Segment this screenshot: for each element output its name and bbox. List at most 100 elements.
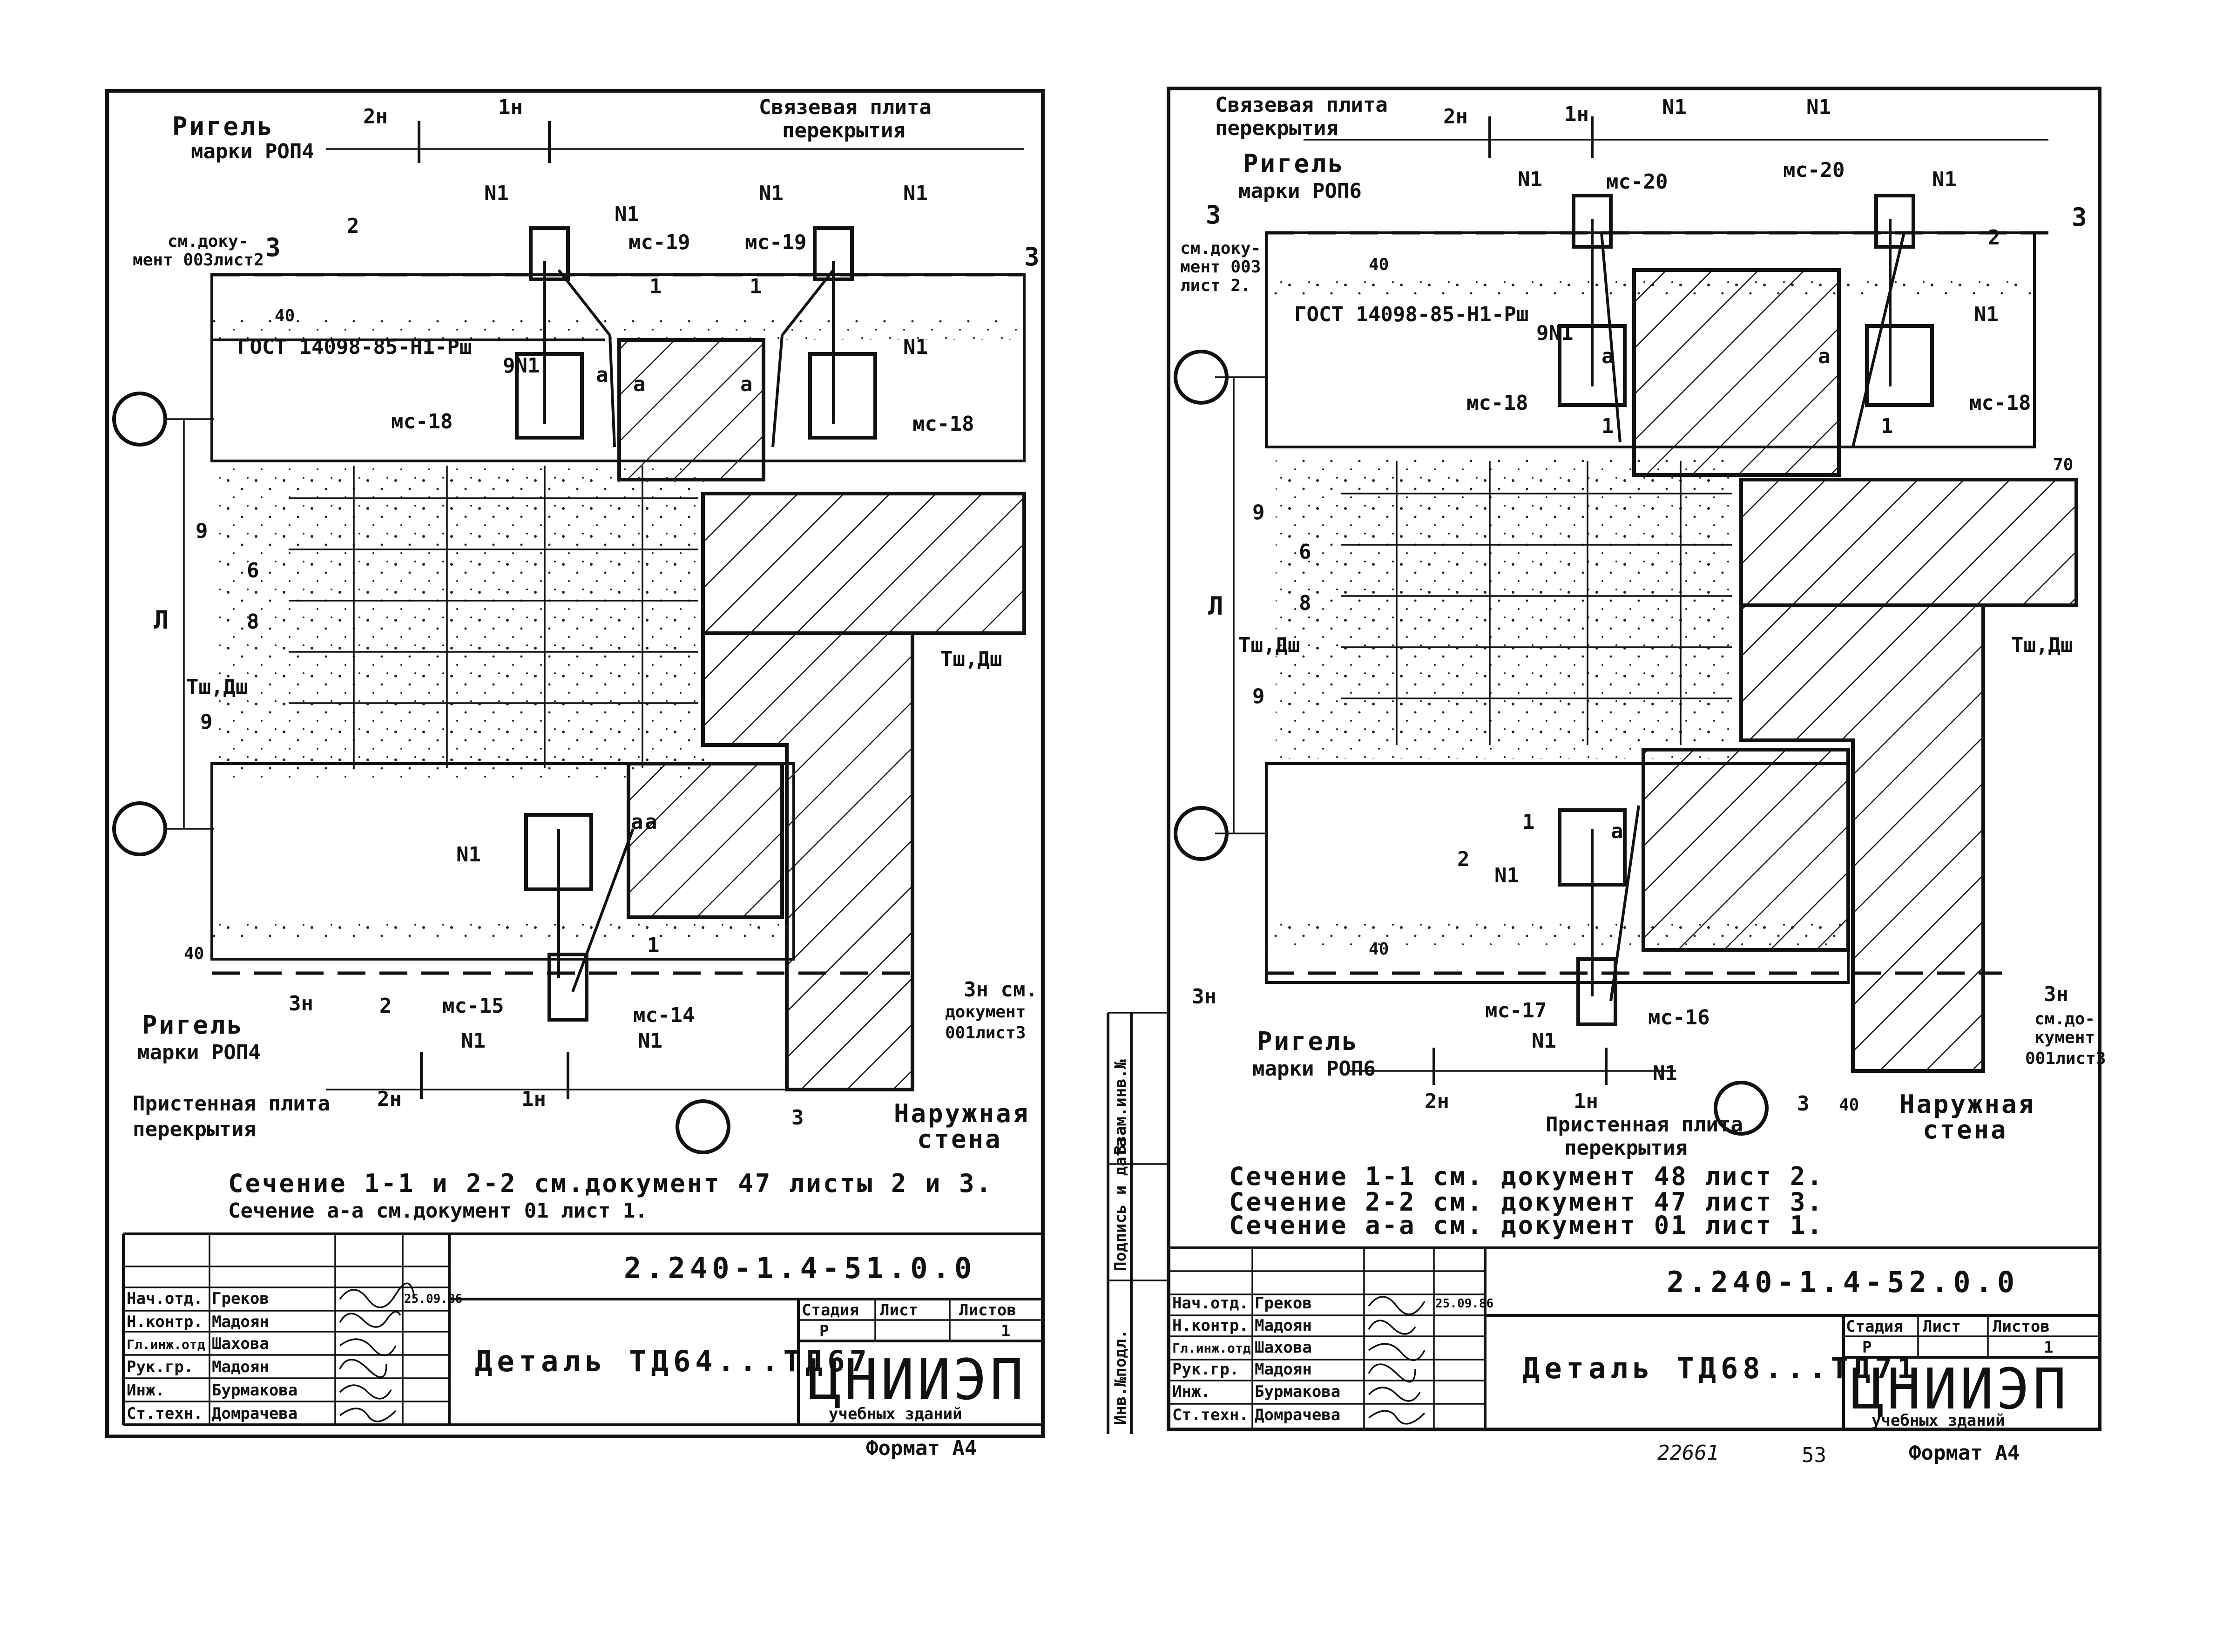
right-label-mc18-b: мс-18: [1969, 391, 2031, 415]
left-label-num9-a: 9: [196, 519, 208, 543]
right-label-see-doc-3: лист 2.: [1180, 276, 1251, 295]
right-label-dim40-wall: 40: [1839, 1096, 1859, 1115]
left-label-num8: 8: [247, 610, 259, 634]
left-wall-block-upper: [701, 492, 1026, 635]
left-axis-circle-1: [112, 392, 167, 447]
right-column-top: [1632, 268, 1841, 477]
right-label-a3: a: [1611, 819, 1623, 843]
right-label-outer-wall-1: Наружная: [1899, 1090, 2035, 1119]
left-label-n1-a: N1: [484, 182, 509, 205]
right-label-mc17: мс-17: [1485, 999, 1547, 1022]
right-label-slab-tie-2: перекрытия: [1215, 116, 1338, 140]
right-label-n1-d: N1: [1932, 168, 1957, 191]
right-stage-header: Стадия: [1846, 1317, 1903, 1336]
right-doc-code: 2.240-1.4-52.0.0: [1667, 1265, 2019, 1299]
right-label-mc18-a: мс-18: [1466, 391, 1528, 415]
right-label-num1-a: 1: [1601, 414, 1614, 438]
right-label-gost: ГОСТ 14098-85-Н1-Рш: [1294, 303, 1528, 326]
right-label-num1-b: 1: [1881, 414, 1893, 438]
right-sheet-header: Лист: [1923, 1317, 1961, 1336]
right-outer-wall: [1739, 603, 1985, 1073]
left-label-mc14: мс-14: [633, 1003, 695, 1027]
left-label-wall-slab-2: перекрытия: [133, 1117, 256, 1141]
left-label-n1-d: N1: [903, 182, 928, 205]
left-label-mc15: мс-15: [442, 994, 504, 1018]
left-label-mc19-b: мс-19: [745, 230, 806, 254]
left-label-num6: 6: [247, 559, 259, 582]
right-label-wall-slab-1: Пристенная плита: [1546, 1113, 1743, 1137]
right-staff-role-2: Гл.инж.отд: [1172, 1341, 1251, 1356]
left-column-bottom: [627, 762, 784, 919]
left-column-top: [617, 338, 765, 481]
left-label-rigel-1: Ригель: [172, 112, 274, 141]
right-bottom-rigel: [1265, 762, 1850, 984]
left-signatures: [339, 1282, 415, 1422]
right-label-n1-g: N1: [1532, 1029, 1556, 1053]
right-wall-block-upper: [1739, 478, 2078, 607]
left-label-wall-slab-1: Пристенная плита: [133, 1092, 330, 1116]
left-mesh-8: [289, 466, 698, 768]
left-axis-circle-3: [676, 1099, 730, 1154]
right-staff-role-0: Нач.отд.: [1172, 1294, 1249, 1313]
left-label-1n-top: 1н: [498, 95, 523, 119]
left-stage: Р: [819, 1322, 829, 1341]
left-label-3n: 3н: [289, 992, 313, 1016]
left-staff-name-4: Бурмакова: [212, 1381, 297, 1400]
right-sheet-frame: [1167, 87, 2101, 1431]
right-sheet: Связевая плита перекрытия 2н 1н N1 N1 Ри…: [1107, 87, 2106, 1467]
left-label-see-doc-1: см.доку-: [168, 232, 248, 251]
left-org-logo: ЦНИИЭП: [808, 1348, 1026, 1413]
right-axis-circle-3: [1714, 1081, 1769, 1136]
right-label-outer-wall-2: стена: [1923, 1115, 2008, 1144]
right-format: Формат А4: [1909, 1441, 2020, 1465]
left-label-rigel-2: марки РОП4: [191, 140, 314, 163]
left-staff-role-4: Инж.: [127, 1381, 165, 1400]
left-org-sub: учебных зданий: [829, 1405, 962, 1423]
left-doc-code: 2.240-1.4-51.0.0: [624, 1251, 976, 1285]
right-detail-title: Деталь ТД68...ТД71: [1522, 1351, 1919, 1385]
right-staff-date-0: 25.09.86: [1435, 1297, 1493, 1311]
left-staff-role-2: Гл.инж.отд: [127, 1337, 205, 1352]
left-label-sec3-right: 3: [1024, 242, 1041, 271]
right-note-3: Сечение а-а см. документ 01 лист 1.: [1229, 1211, 1824, 1240]
right-staff-name-3: Мадоян: [1255, 1360, 1312, 1379]
left-sheet: 2н 1н Связевая плита перекрытия Ригель м…: [105, 89, 1045, 1460]
right-label-num3: 3: [1797, 1092, 1810, 1116]
left-label-slab-tie-1: Связевая плита: [759, 95, 932, 119]
left-label-see-doc-2: мент 003лист2: [133, 251, 264, 270]
right-label-num8: 8: [1299, 591, 1311, 615]
left-staff-name-1: Мадоян: [212, 1313, 269, 1331]
left-label-3n-note-1: 3н см.: [964, 978, 1038, 1002]
left-label-a5: a: [645, 810, 657, 834]
left-bottom-rigel: [210, 762, 795, 961]
left-note-2: Сечение а-а см.документ 01 лист 1.: [228, 1199, 648, 1223]
right-label-num6: 6: [1299, 540, 1311, 564]
right-label-sec3-right: 3: [2072, 203, 2089, 232]
left-staff-role-0: Нач.отд.: [127, 1289, 203, 1308]
right-anchor-box-2: [1865, 324, 1934, 407]
left-label-num2-top: 2: [347, 214, 359, 238]
left-label-num3: 3: [791, 1106, 804, 1130]
right-label-dim40-top: 40: [1369, 255, 1389, 274]
right-sheets: 1: [2044, 1338, 2053, 1357]
left-slab-6: [216, 466, 708, 782]
left-label-1n-bot: 1н: [521, 1087, 546, 1111]
right-label-9n1: 9N1: [1536, 321, 1573, 345]
right-label-rigel-b2: марки РОП6: [1252, 1057, 1376, 1081]
left-label-num1-b: 1: [750, 275, 762, 298]
right-label-mc20-a: мс-20: [1606, 170, 1668, 194]
right-title-block: 2.240-1.4-52.0.0 Нач.отд. Греков 25.09.8…: [1169, 1246, 2100, 1430]
left-stage-header: Стадия: [802, 1301, 859, 1320]
right-label-tsh-b: Тш,Дш: [2011, 633, 2073, 657]
left-top-slab: [212, 317, 1024, 340]
left-label-rigel-b2: марки РОП4: [137, 1041, 261, 1064]
left-label-num9-b: 9: [200, 710, 213, 734]
right-label-mc20-b: мс-20: [1783, 158, 1845, 182]
right-label-n1-a: N1: [1662, 95, 1687, 119]
right-label-3n-note-3: кумент: [2034, 1028, 2095, 1047]
right-label-2n-top: 2н: [1443, 105, 1468, 129]
right-slab-6: [1276, 456, 1732, 759]
left-format: Формат А4: [866, 1436, 977, 1460]
left-label-dim-l: Л: [154, 605, 171, 635]
